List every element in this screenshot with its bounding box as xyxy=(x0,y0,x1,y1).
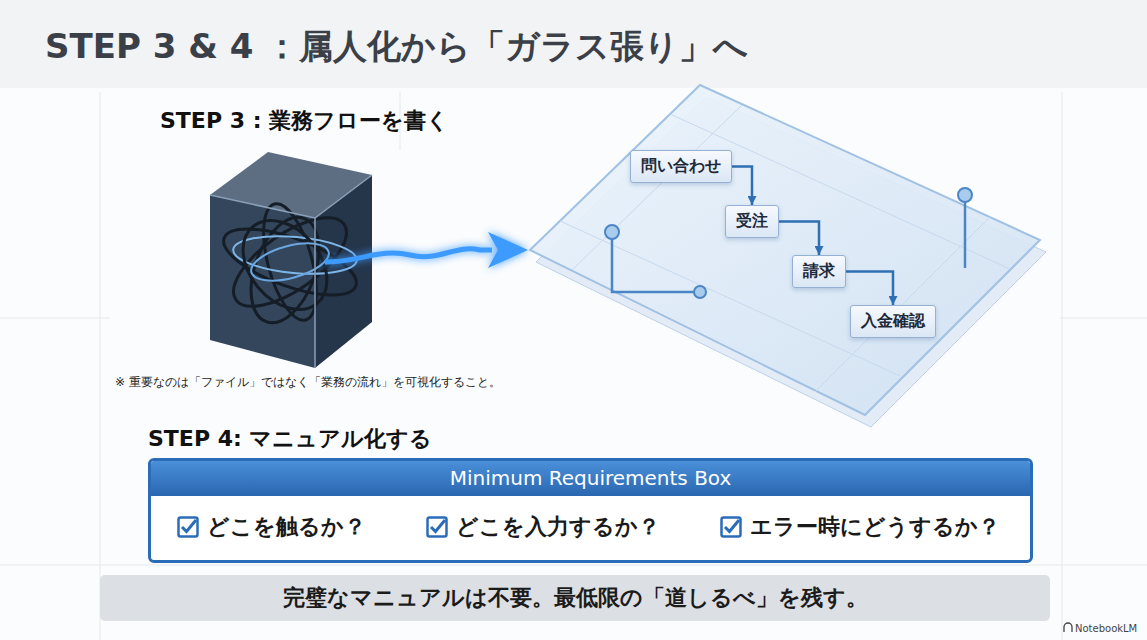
checkbox-icon xyxy=(720,516,742,538)
checkbox-icon xyxy=(426,516,448,538)
checklist-text: エラー時にどうするか？ xyxy=(750,512,1000,542)
watermark-icon xyxy=(1064,623,1072,632)
process-box: 入金確認 xyxy=(850,305,936,338)
summary-band: 完璧なマニュアルは不要。最低限の「道しるべ」を残す。 xyxy=(100,575,1050,621)
flow-connector xyxy=(732,167,752,206)
note-text: ※ 重要なのは「ファイル」ではなく「業務の流れ」を可視化すること。 xyxy=(115,374,501,391)
process-box: 問い合わせ xyxy=(630,150,732,183)
process-box: 受注 xyxy=(725,205,779,238)
flow-connector xyxy=(846,272,893,306)
watermark: NotebookLM xyxy=(1075,623,1137,634)
transform-arrow xyxy=(325,232,528,268)
grid-lines xyxy=(0,92,1147,640)
checkbox-icon xyxy=(177,516,199,538)
summary-text: 完璧なマニュアルは不要。最低限の「道しるべ」を残す。 xyxy=(110,583,1040,613)
checklist-row: どこを触るか？ どこを入力するか？ エラー時にどうするか？ xyxy=(151,496,1030,560)
checklist-item: どこを入力するか？ xyxy=(426,512,660,542)
slide-title: STEP 3 & 4 ：属人化から「ガラス張り」へ xyxy=(45,24,748,70)
checklist-item: どこを触るか？ xyxy=(177,512,366,542)
box-heading: Minimum Requirements Box xyxy=(151,461,1030,496)
process-label: 入金確認 xyxy=(861,311,925,332)
process-label: 問い合わせ xyxy=(641,156,721,177)
process-label: 受注 xyxy=(736,211,768,232)
glass-plate xyxy=(530,85,1046,427)
section-heading: STEP 4: マニュアル化する xyxy=(148,424,432,454)
checklist-text: どこを入力するか？ xyxy=(456,512,660,542)
process-label: 請求 xyxy=(803,261,835,282)
checklist-item: エラー時にどうするか？ xyxy=(720,512,1000,542)
section-heading: STEP 3 : 業務フローを書く xyxy=(160,106,449,136)
checklist-text: どこを触るか？ xyxy=(207,512,366,542)
title-band xyxy=(0,0,1147,88)
process-box: 請求 xyxy=(792,255,846,288)
flow-connector xyxy=(779,222,819,256)
checklist-box: Minimum Requirements Box どこを触るか？ どこを入力するか？… xyxy=(148,458,1033,563)
